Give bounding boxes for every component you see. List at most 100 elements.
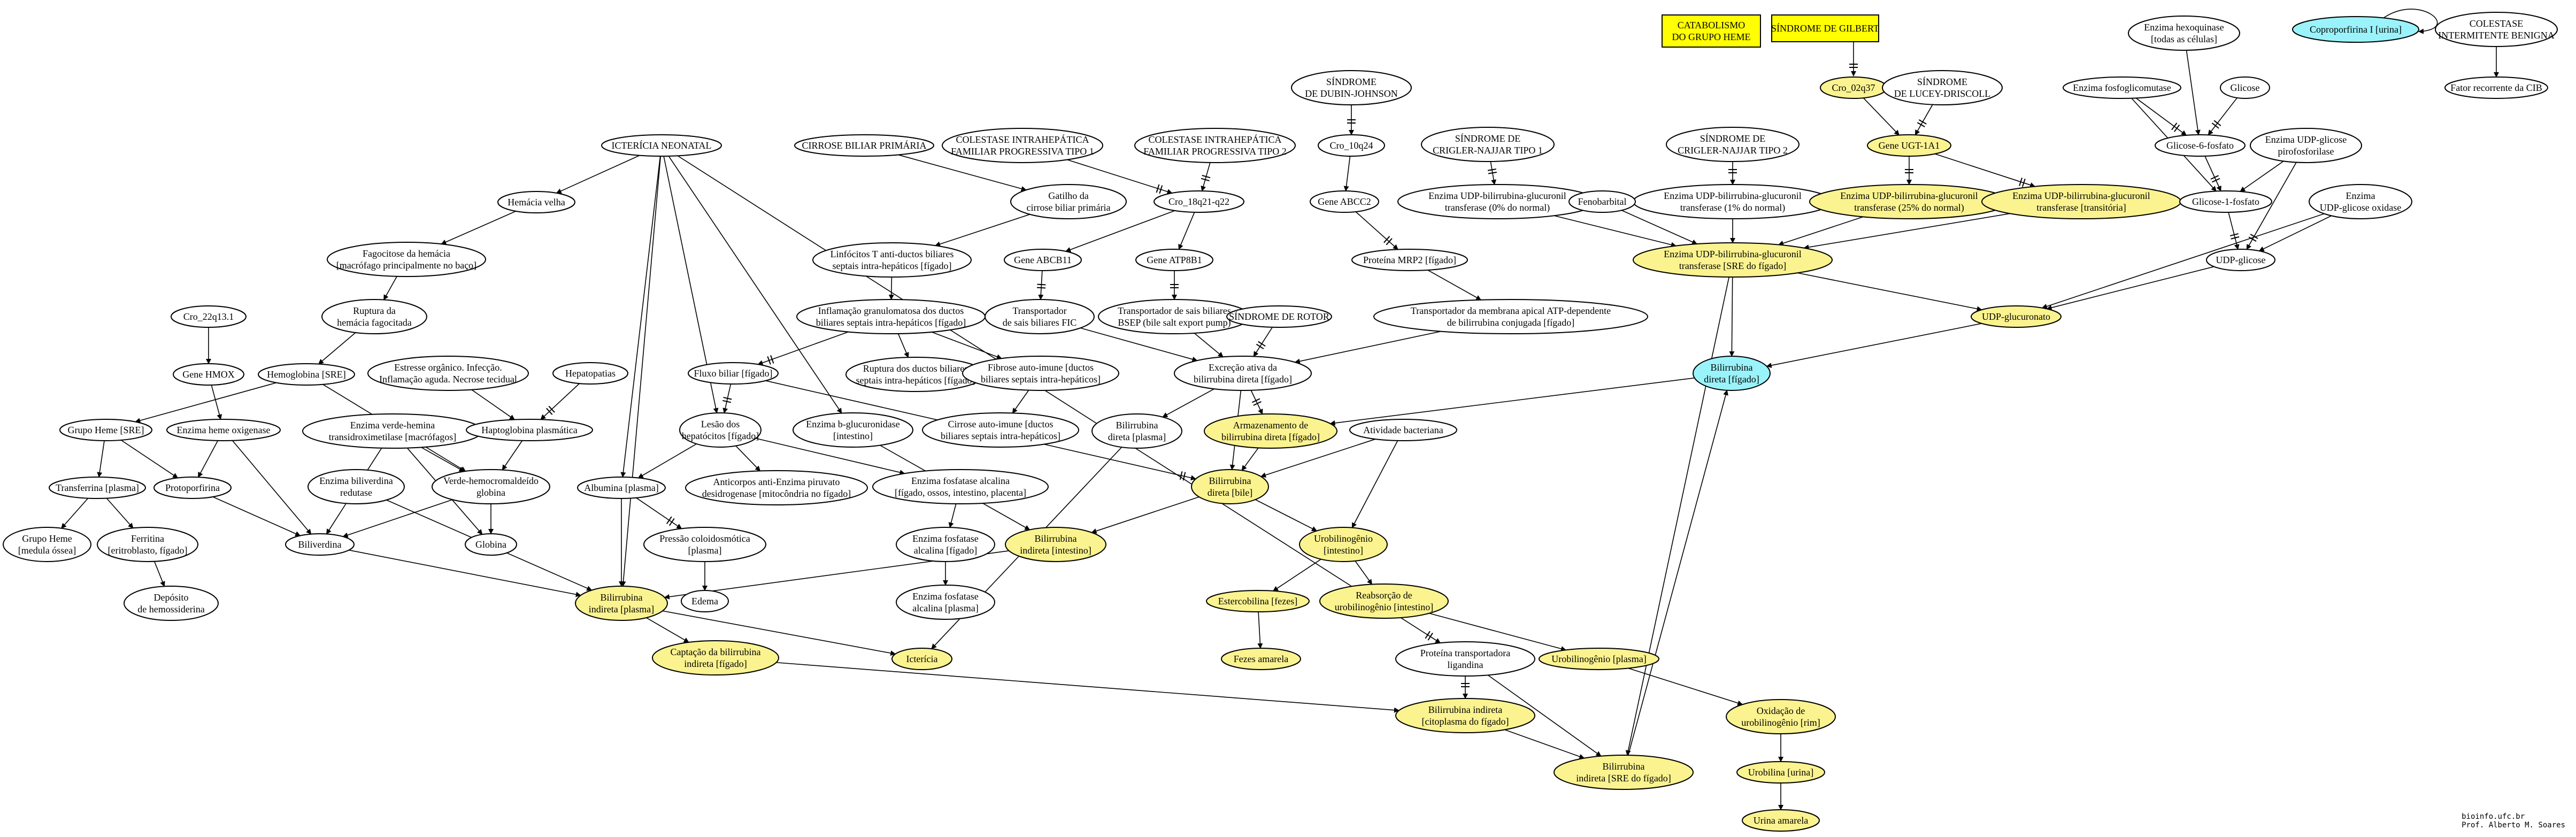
inhibition-bar (1488, 172, 1497, 174)
edge-transferrina-to-grupo_heme_medula (61, 498, 89, 529)
node-label: Enzima verde-hemina (350, 420, 435, 431)
node-ellipse (1736, 761, 1825, 784)
inhibition-bar (1918, 119, 1927, 125)
node-gene-abcc2: Gene ABCC2 (1310, 190, 1379, 213)
node-label: SÍNDROME (1326, 76, 1377, 87)
node-ellipse (2292, 16, 2419, 43)
node-label: Fator recorrente da CIB (2450, 82, 2542, 93)
node-hexoquinase: Enzima hexoquinase[todas as células] (2128, 16, 2240, 51)
inhibition-bar (1256, 343, 1264, 350)
title-box-rect (1662, 14, 1761, 48)
node-label: Gene UGT-1A1 (1879, 140, 1940, 151)
node-ellipse (2206, 249, 2275, 271)
node-transportador-atp: Transportador da membrana apical ATP-dep… (1373, 299, 1648, 334)
node-label: Enzima UDP-bilirrubina-glucuronil (1664, 190, 1801, 201)
edge-fibrose-to-cirrose_autoimune (1012, 390, 1029, 414)
node-label: [eritroblasto, fígado] (108, 545, 188, 556)
edge-linfocitos-to-inflamacao (888, 277, 894, 301)
node-transferrina: Transferrina [plasma] (49, 477, 146, 499)
node-label: direta [fígado] (1704, 374, 1759, 385)
inhibition-bar (1156, 184, 1160, 193)
node-ellipse (1882, 70, 2003, 105)
node-label: Proteína transportadora (1420, 648, 1510, 658)
node-label: Biliverdina (298, 539, 342, 550)
node-label: [intestino] (833, 431, 873, 441)
node-ellipse (1395, 698, 1535, 733)
node-label: Fenobarbital (1578, 196, 1627, 207)
node-label: FAMILIAR PROGRESSIVA TIPO 1 (951, 146, 1094, 157)
node-ellipse (1291, 70, 1412, 105)
node-ellipse (688, 362, 779, 385)
node-inflamacao: Inflamação granulomatosa dos ductosbilia… (796, 299, 986, 334)
node-ellipse (1809, 184, 2009, 219)
edge-bilirrubina_indireta_plasma-to-captacao (646, 617, 689, 643)
edge-urobilinogenio_intestino-to-estercobilina (1272, 558, 1321, 592)
node-label: Cirrose auto-imune [ductos (948, 419, 1054, 429)
node-globina: Globina (465, 533, 517, 556)
edge-ictericia_neonatal-to-enzima_beta_gluc (668, 156, 842, 414)
inhibition-bar (666, 516, 672, 524)
node-ellipse (2155, 134, 2246, 157)
node-albumina: Albumina [plasma] (577, 477, 666, 499)
node-label: [intestino] (1324, 545, 1363, 556)
node-coproporfirina: Coproporfirina I [urina] (2292, 16, 2419, 43)
node-label: Enzima fosfatase alcalina (911, 475, 1010, 486)
node-ellipse (307, 469, 405, 504)
node-label: DE DUBIN-JOHNSON (1305, 88, 1398, 99)
credits-site: bioinfo.ufc.br (2462, 812, 2525, 821)
edge-enzima_ugt_sre-to-bilirrubina_indireta_sre (1625, 277, 1729, 756)
node-label: Lesão dos (701, 419, 740, 429)
inhibition-bar (1201, 178, 1210, 182)
edge-ictericia_neonatal-to-bilirrubina_indireta_plasma (620, 156, 662, 587)
node-ellipse (173, 363, 244, 386)
node-ellipse (124, 586, 219, 621)
edge-atividade_bacteriana-to-urobilinogenio_intestino (1351, 440, 1398, 528)
node-glicose6: Glicose-6-fosfato (2155, 134, 2246, 157)
title-box-label: DO GRUPO HEME (1672, 32, 1750, 42)
node-ellipse (577, 477, 666, 499)
node-label: Enzima UDP-bilirrubina-glucuronil (1840, 190, 1978, 201)
edge-cro18-to-gene_abcb11 (1065, 210, 1175, 252)
node-ictericia: Icterícia (891, 648, 952, 670)
node-ellipse (466, 419, 593, 441)
node-ellipse (2179, 190, 2272, 213)
edge-layer (61, 9, 2499, 810)
node-label: septais intra-hepáticos [fígado] (856, 375, 975, 386)
node-label: Transportador da membrana apical ATP-dep… (1411, 305, 1611, 316)
node-label: Urobilinogênio [plasma] (1551, 654, 1646, 664)
edge-lesao_hepatocitos-to-enzima_fosfatase (756, 437, 905, 475)
node-label: Pressão coloidosmótica (659, 533, 750, 544)
node-ellipse (2309, 184, 2412, 219)
node-ellipse (321, 299, 427, 334)
node-label: Reabsorção de (1356, 590, 1412, 601)
node-ellipse (97, 527, 198, 562)
node-ellipse (2220, 76, 2270, 99)
inhibition-bar (2021, 178, 2026, 187)
edge-gatilho-to-linfocitos (935, 214, 1031, 247)
node-ellipse (1221, 648, 1301, 670)
edge-cro18-to-gene_atp8b1 (1178, 212, 1195, 250)
node-label: Enzima heme oxigenase (177, 425, 271, 435)
inhibition-bar (2231, 236, 2240, 240)
node-label: Urobilinogênio (1314, 533, 1373, 544)
node-ellipse (1351, 249, 1468, 271)
node-label: Enzima hexoquinase (2144, 22, 2224, 33)
node-label: Oxidação de (1757, 705, 1805, 716)
node-label: Proteína MRP2 [fígado] (1363, 255, 1456, 265)
node-label: indireta [plasma] (589, 604, 654, 615)
edge-enzima_heme_oxigenase-to-biliverdina (232, 440, 312, 535)
inhibition-bar (770, 355, 774, 364)
node-ellipse (1005, 527, 1106, 562)
edge-estresse-to-haptoglobina (471, 389, 515, 420)
